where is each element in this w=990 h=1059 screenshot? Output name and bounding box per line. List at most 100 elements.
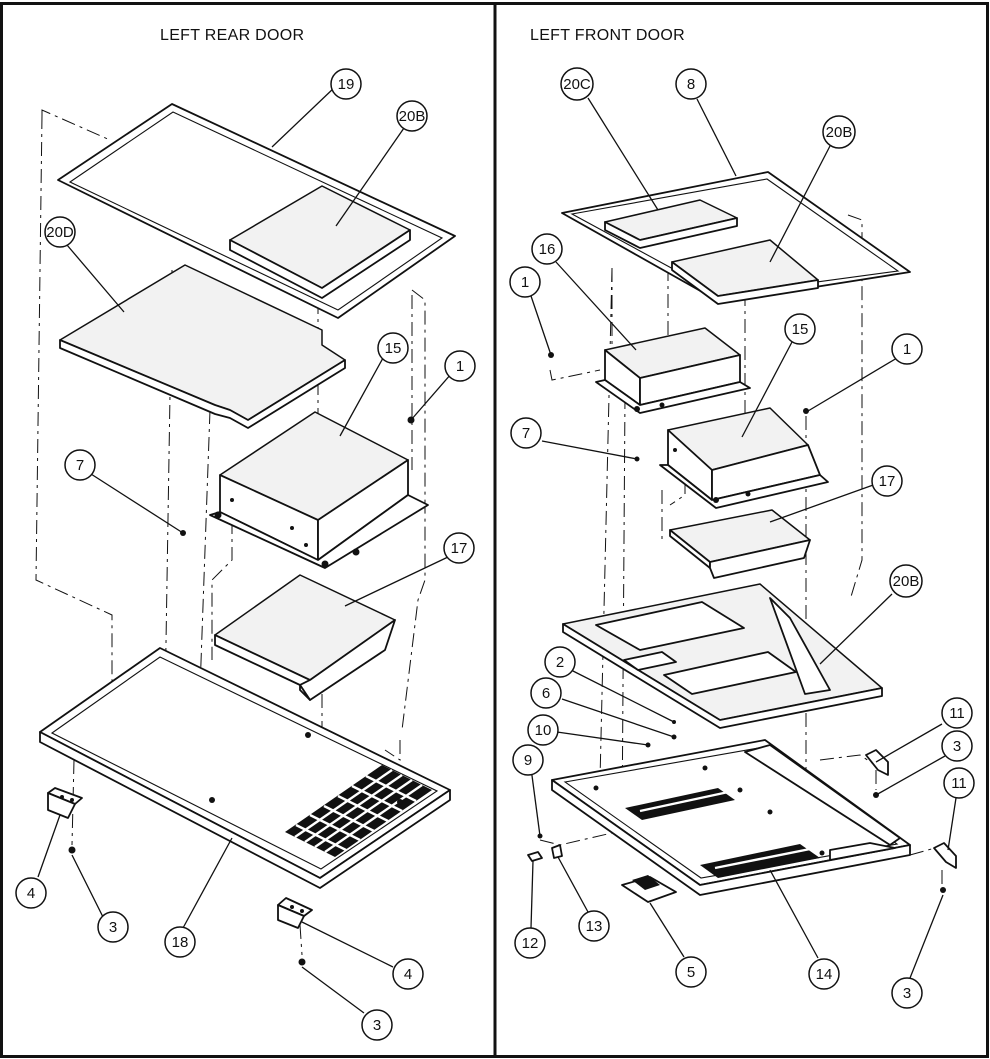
stud — [767, 809, 773, 815]
cover-17-top — [214, 574, 396, 681]
callout-7: 7 — [510, 417, 542, 449]
screw-hole — [70, 798, 74, 802]
callout-17: 17 — [871, 465, 903, 497]
svg-text:20B: 20B — [826, 124, 853, 141]
leader — [541, 440, 638, 460]
svg-text:19: 19 — [338, 76, 355, 93]
svg-text:2: 2 — [556, 654, 564, 671]
cover-17-side — [709, 539, 811, 579]
svg-text:17: 17 — [879, 473, 896, 490]
stud — [702, 765, 708, 771]
vent-grid — [285, 765, 432, 857]
svg-text:1: 1 — [521, 274, 529, 291]
leader — [301, 921, 394, 968]
latch-5-body — [632, 875, 660, 890]
leader — [71, 854, 104, 918]
svg-text:4: 4 — [27, 885, 35, 902]
stud — [737, 787, 743, 793]
insulation-pad-20b-edge — [229, 229, 411, 299]
leader — [339, 357, 384, 437]
screw-hole — [60, 795, 64, 799]
alignment-line — [819, 754, 876, 766]
callout-12: 12 — [514, 927, 546, 959]
gasket-frame-19 — [57, 103, 456, 319]
fastener — [634, 406, 640, 412]
right-panel-title: LEFT FRONT DOOR — [530, 27, 685, 44]
leader — [807, 357, 898, 412]
callout-3: 3 — [941, 730, 973, 762]
leader — [66, 244, 125, 313]
svg-text:10: 10 — [535, 722, 552, 739]
callout-11: 11 — [941, 697, 973, 729]
svg-text:1: 1 — [903, 341, 911, 358]
stud — [593, 785, 599, 791]
svg-text:17: 17 — [451, 540, 468, 557]
fastener — [713, 497, 719, 503]
svg-text:9: 9 — [524, 752, 532, 769]
leader — [410, 373, 452, 421]
door-pan-14-channel — [744, 744, 901, 846]
fastener-3b — [298, 958, 306, 966]
insulation-pad-20b-top-edge — [671, 261, 819, 305]
alignment-line — [211, 520, 233, 660]
leader — [769, 145, 831, 263]
callout-19: 19 — [330, 68, 362, 100]
svg-text:13: 13 — [586, 918, 603, 935]
callout-2: 2 — [544, 646, 576, 678]
leader — [561, 698, 675, 738]
gasket-frame-19-inner — [68, 111, 444, 311]
svg-text:4: 4 — [404, 966, 412, 983]
callout-20b: 20B — [396, 100, 428, 132]
leader — [947, 797, 957, 851]
leader — [530, 860, 534, 929]
left-callouts: 19 20B 20D 15 1 7 17 4 3 18 4 3 — [15, 68, 476, 1041]
svg-text:3: 3 — [109, 919, 117, 936]
svg-text:8: 8 — [687, 76, 695, 93]
callout-7: 7 — [64, 449, 96, 481]
callout-20d: 20D — [44, 216, 76, 248]
leader — [875, 755, 946, 796]
callout-5: 5 — [675, 956, 707, 988]
fastener — [321, 560, 329, 568]
cutout — [769, 597, 831, 695]
svg-text:20B: 20B — [893, 573, 920, 590]
alignment-line — [599, 267, 613, 781]
callout-14: 14 — [808, 958, 840, 990]
stud — [397, 799, 403, 805]
clip-13 — [551, 844, 563, 859]
svg-text:3: 3 — [903, 985, 911, 1002]
cutout — [663, 651, 797, 695]
callout-15: 15 — [377, 332, 409, 364]
callout-1b: 1 — [891, 333, 923, 365]
screw-hole — [300, 909, 304, 913]
svg-text:15: 15 — [385, 340, 402, 357]
screw-hole — [304, 543, 308, 547]
callout-1: 1 — [509, 266, 541, 298]
bracket-11b — [933, 842, 957, 869]
svg-text:11: 11 — [949, 705, 965, 722]
stud — [411, 782, 417, 788]
fastener — [214, 511, 222, 519]
leader — [271, 86, 336, 148]
alignment-line — [164, 269, 173, 706]
leader — [557, 856, 589, 913]
screw-hole — [290, 905, 294, 909]
callout-3: 3 — [97, 911, 129, 943]
door-pan-18-inner — [50, 656, 439, 870]
clip-12 — [527, 851, 543, 862]
callout-1: 1 — [444, 350, 476, 382]
callout-16: 16 — [531, 233, 563, 265]
box-housing-15-flange — [209, 494, 429, 569]
callout-15: 15 — [784, 313, 816, 345]
callout-3b: 3 — [361, 1009, 393, 1041]
alignment-line — [401, 289, 426, 731]
fastener-3 — [68, 846, 76, 854]
leader — [696, 98, 737, 177]
leader — [301, 966, 365, 1014]
leader — [875, 723, 943, 763]
leader — [344, 556, 449, 607]
hinge-bracket-4b-side — [277, 904, 305, 929]
callout-4b: 4 — [392, 958, 424, 990]
leader — [335, 127, 405, 227]
